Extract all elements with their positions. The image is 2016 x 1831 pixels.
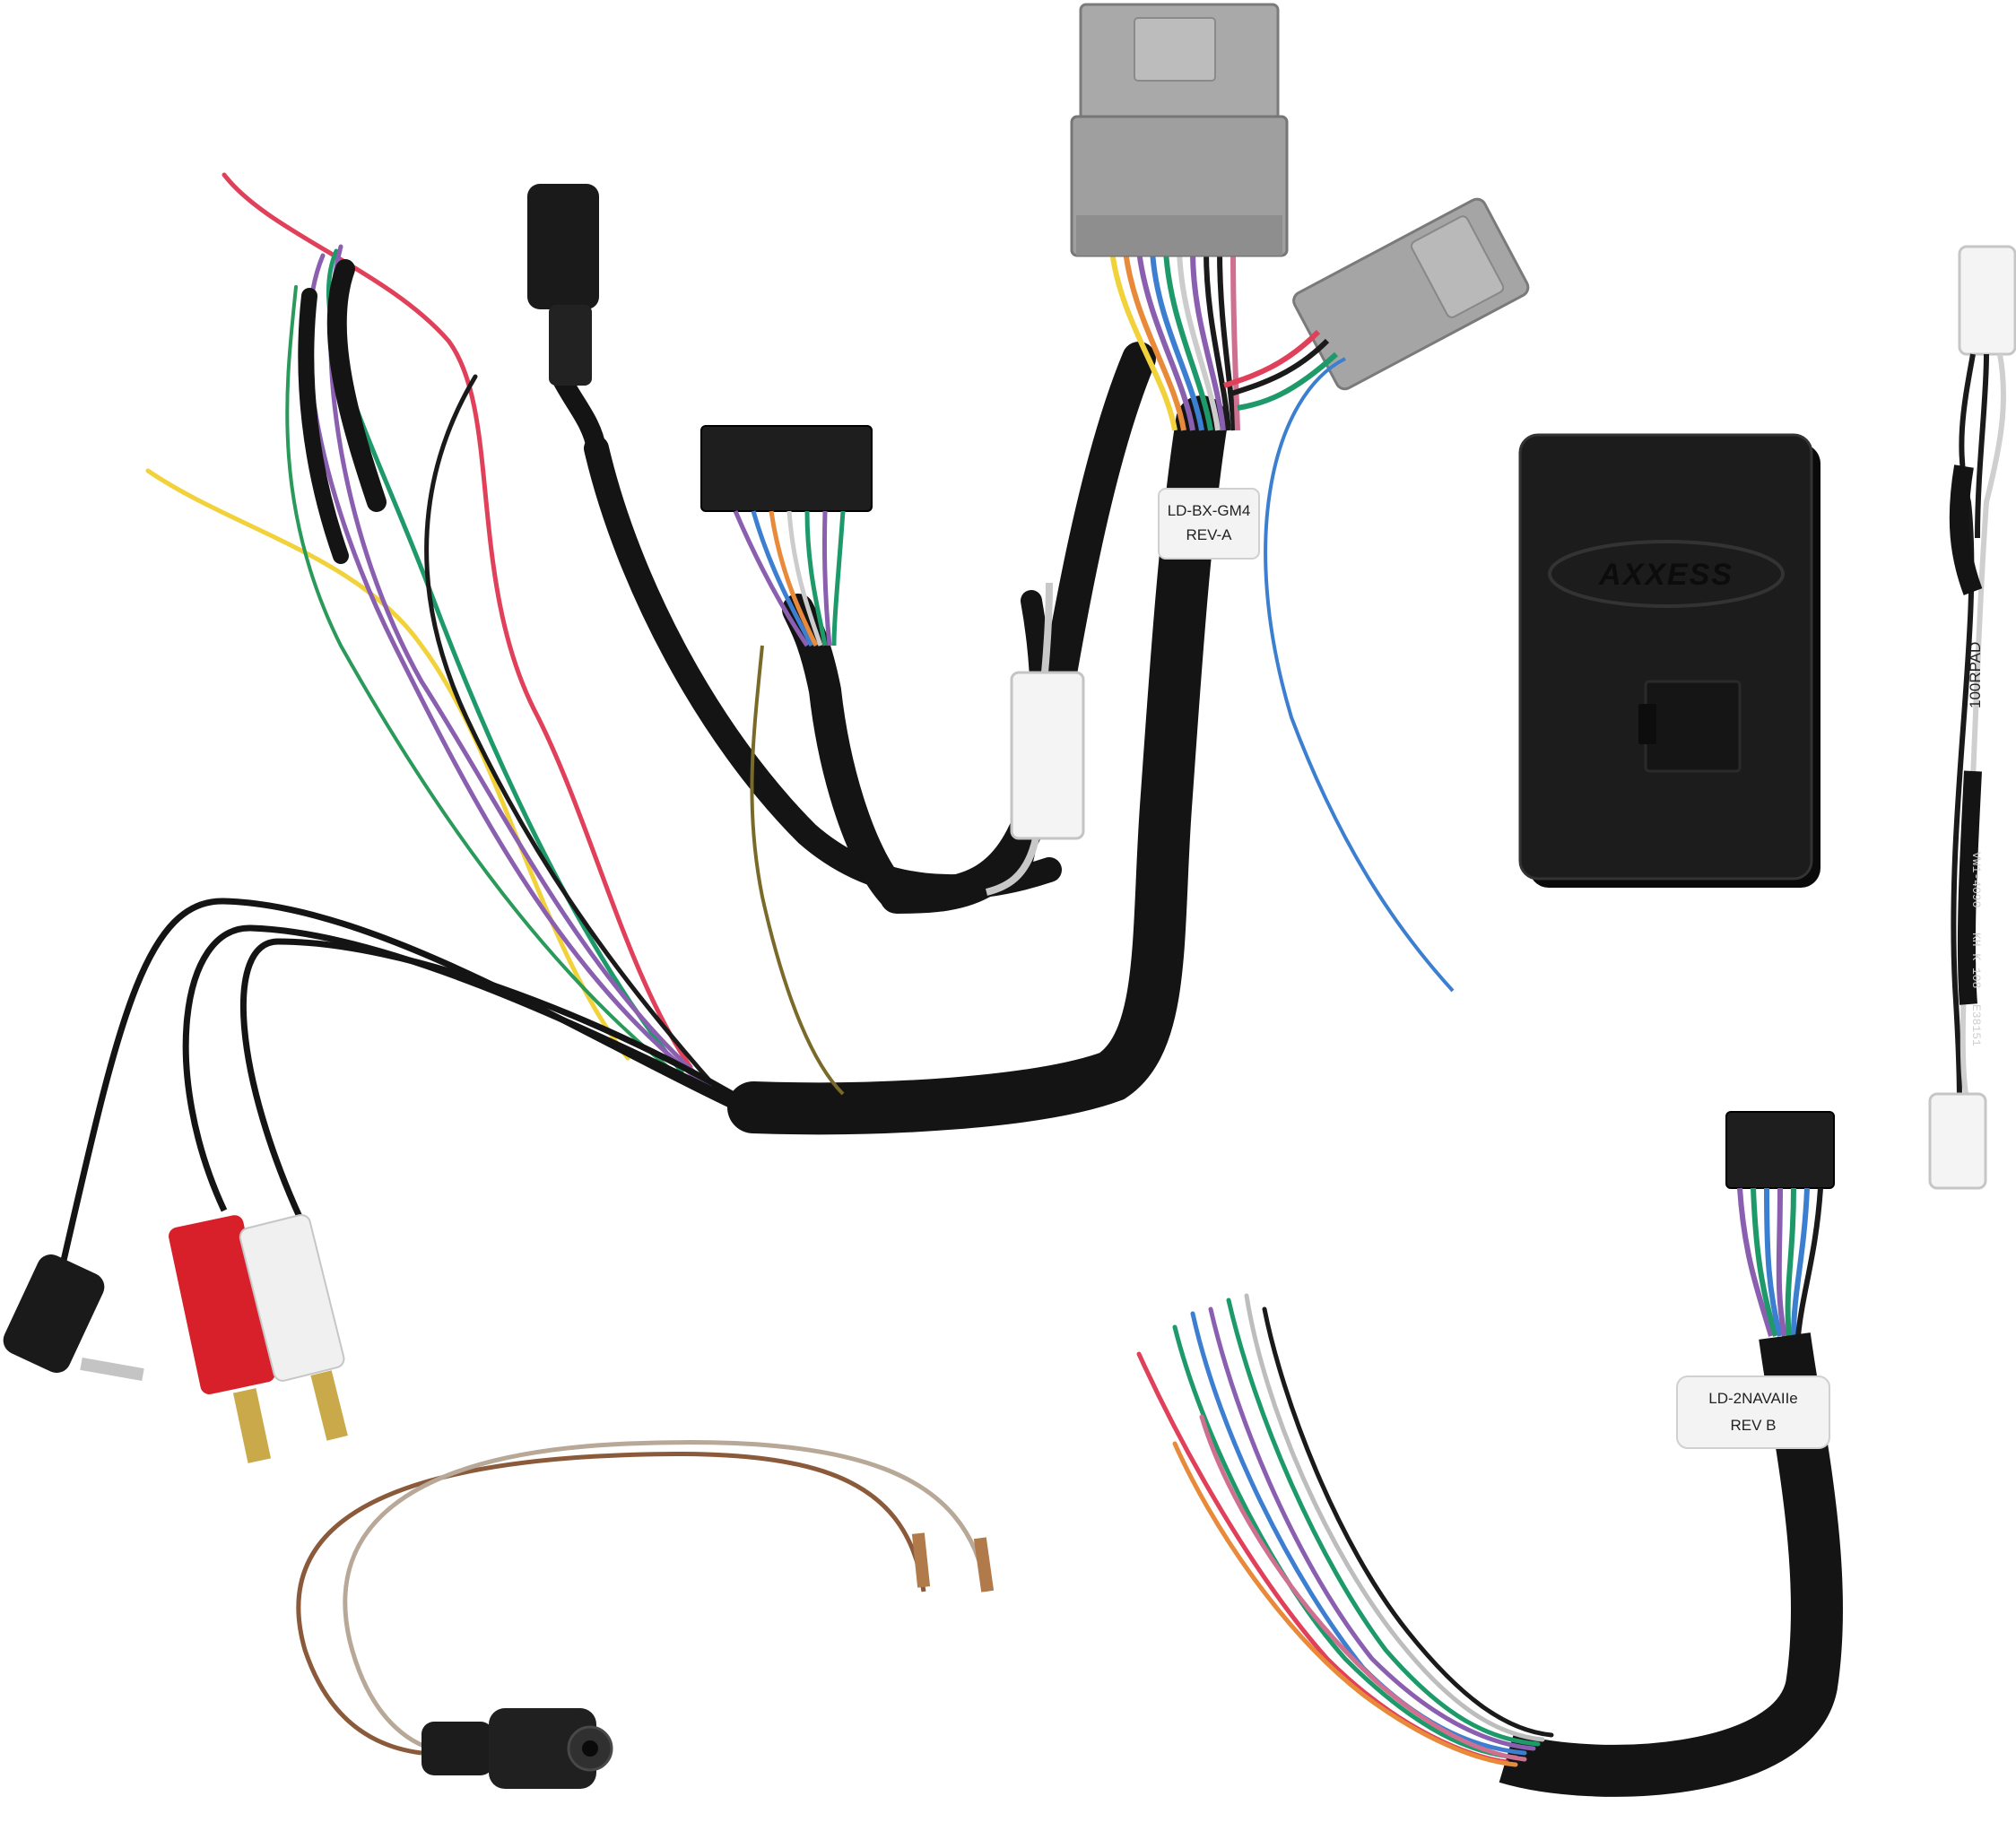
side-harness: 100RPAD VW1-4090 KH K-108 E38151 [1928, 245, 2016, 1190]
module-usb-port [1644, 680, 1742, 773]
side-harness-print-2: KH K-108 [1969, 933, 1983, 988]
main-harness-label: LD-BX-GM4 REV-A [1158, 488, 1260, 560]
white-2pin-connector-icon [986, 582, 1085, 896]
side-harness-wires [1951, 353, 2006, 1105]
black-aux-jack-top [527, 184, 606, 451]
small-gray-connector-latch [1410, 215, 1505, 318]
3.5mm-jack-icon [421, 1708, 613, 1789]
jack-body [489, 1708, 596, 1789]
main-connector-wires [1109, 250, 1240, 431]
lower-harness-label-line2: REV B [1730, 1417, 1776, 1434]
aux-plug-housing [3, 1254, 105, 1374]
rca-red-pin [232, 1388, 272, 1463]
main-harness-label-sleeve [1158, 488, 1260, 560]
white-connector-body [1010, 671, 1085, 840]
side-harness-print-1: VW1-4090 [1969, 852, 1983, 907]
lower-harness-loose-wires [1136, 1293, 1554, 1767]
side-harness-text: 100RPAD [1967, 642, 1984, 708]
side-harness-bottom-connector [1928, 1092, 1987, 1190]
lower-harness-label: LD-2NAVAIIe REV B [1676, 1375, 1830, 1449]
side-harness-print-3: E38151 [1969, 1004, 1983, 1046]
jack-strain-relief [421, 1722, 493, 1775]
black-connector-body [700, 425, 873, 512]
aux-plug-pin [80, 1358, 144, 1381]
aux-jack-top-strain-relief [549, 305, 592, 386]
lower-harness-label-sleeve [1676, 1375, 1830, 1449]
module-port-slot [1638, 704, 1656, 744]
gray-24pin-connector-icon [1070, 3, 1289, 257]
lower-harness-label-line1: LD-2NAVAIIe [1708, 1390, 1798, 1407]
lower-black-connector [1725, 1111, 1835, 1189]
module-body [1518, 433, 1813, 881]
gray-small-connector-icon [1292, 197, 1530, 391]
rca-aux-cable [3, 898, 737, 1463]
gray-connector-latch [1134, 17, 1216, 82]
module-logo-badge [1548, 540, 1785, 608]
black-connector-wires [733, 510, 846, 647]
aux-plug [3, 1254, 144, 1381]
rca-plug-white [239, 1213, 348, 1441]
rca-white-body [239, 1213, 345, 1382]
aux-jack-top-body [527, 184, 599, 309]
main-harness-label-line2: REV-A [1186, 526, 1232, 543]
lower-connector-wires [1737, 1187, 1823, 1337]
brown-wire-tip-2 [973, 1537, 995, 1592]
brown-wire-jack [296, 1440, 995, 1789]
lower-harness: LD-2NAVAIIe REV B [1136, 1111, 1843, 1797]
jack-hole [582, 1740, 598, 1757]
interface-module-icon: AXXESS [1518, 433, 1820, 888]
loose-wires-left [145, 172, 720, 1092]
side-harness-top-connector [1958, 245, 2016, 356]
brown-wire-tip-1 [911, 1532, 931, 1588]
gray-connector-pin-row [1076, 215, 1282, 256]
rca-white-pin [310, 1370, 348, 1441]
secondary-connector-wires [1223, 329, 1455, 993]
module-brand-logo: AXXESS [1598, 558, 1734, 592]
black-16pin-connector-icon [700, 425, 873, 1096]
main-harness-label-line1: LD-BX-GM4 [1168, 502, 1251, 519]
